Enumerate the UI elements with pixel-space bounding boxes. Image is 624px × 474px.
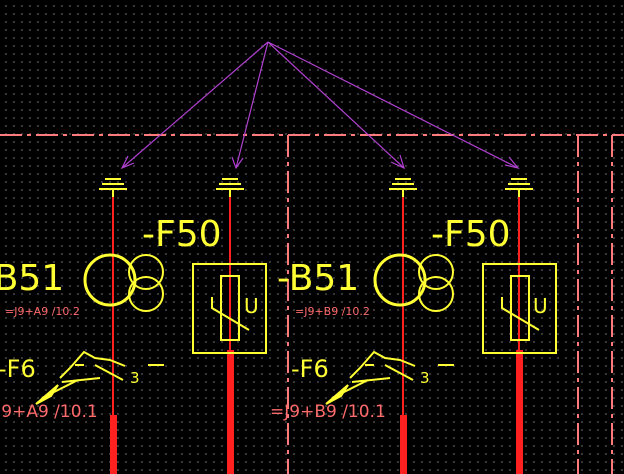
device-tag-f6-left[interactable]: -F6 (0, 355, 36, 383)
arrow-1-head (120, 155, 135, 170)
arrow-4 (267, 41, 519, 169)
frame-lines (0, 134, 624, 474)
cross-ref-b51-right[interactable]: =J9+B9 /10.2 (295, 305, 370, 318)
transformer-b51-left[interactable] (83, 253, 164, 312)
pole-count-label: 3 (420, 369, 430, 387)
varistor-box (482, 263, 557, 354)
thick-wire-1[interactable] (110, 415, 117, 474)
motor-protection-switch-icon (94, 364, 124, 381)
arrow-4-head (504, 156, 520, 169)
arrow-1 (121, 41, 269, 169)
arrow-2 (235, 41, 269, 169)
motor-protection-switch-icon (384, 364, 414, 381)
varistor-box (192, 263, 267, 354)
varistor-u-label: U (244, 294, 259, 318)
varistor-u-label: U (533, 294, 548, 318)
arrow-2-head (231, 156, 244, 170)
device-tag-f50-right[interactable]: -F50 (431, 214, 511, 255)
device-tag-b51-left[interactable]: -B51 (0, 258, 64, 299)
ground-terminal-icon[interactable] (99, 178, 127, 197)
device-tag-f6-right[interactable]: -F6 (291, 355, 329, 383)
switch-f6-left[interactable]: 3 (35, 350, 164, 405)
arrow-3 (267, 41, 405, 169)
transformer-icon (373, 253, 427, 307)
pole-count-label: 3 (130, 369, 140, 387)
ground-terminals (99, 178, 533, 197)
varistor-icon (220, 275, 240, 341)
ground-terminal-icon[interactable] (216, 178, 244, 197)
thick-wire-3[interactable] (400, 415, 407, 474)
thick-wires (110, 350, 523, 474)
device-tag-b51-right[interactable]: -B51 (277, 258, 359, 299)
transformer-icon (83, 253, 137, 307)
cross-ref-f6-right[interactable]: =J9+B9 /10.1 (270, 402, 386, 422)
cross-ref-f6-left[interactable]: =J9+A9 /10.1 (0, 402, 98, 422)
varistor-f50-left[interactable]: U (192, 263, 267, 354)
device-tag-f50-left[interactable]: -F50 (142, 214, 222, 255)
ground-terminal-icon[interactable] (389, 178, 417, 197)
annotation-arrows (120, 41, 520, 170)
cross-ref-b51-left[interactable]: =J9+A9 /10.2 (5, 305, 80, 318)
switch-f6-right[interactable]: 3 (325, 350, 454, 405)
thick-wire-2[interactable] (227, 350, 234, 474)
varistor-icon (510, 275, 530, 341)
thick-wire-4[interactable] (516, 350, 523, 474)
ground-terminal-icon[interactable] (505, 178, 533, 197)
arrow-3-head (390, 154, 405, 170)
transformer-b51-right[interactable] (373, 253, 454, 312)
varistor-f50-right[interactable]: U (482, 263, 557, 354)
